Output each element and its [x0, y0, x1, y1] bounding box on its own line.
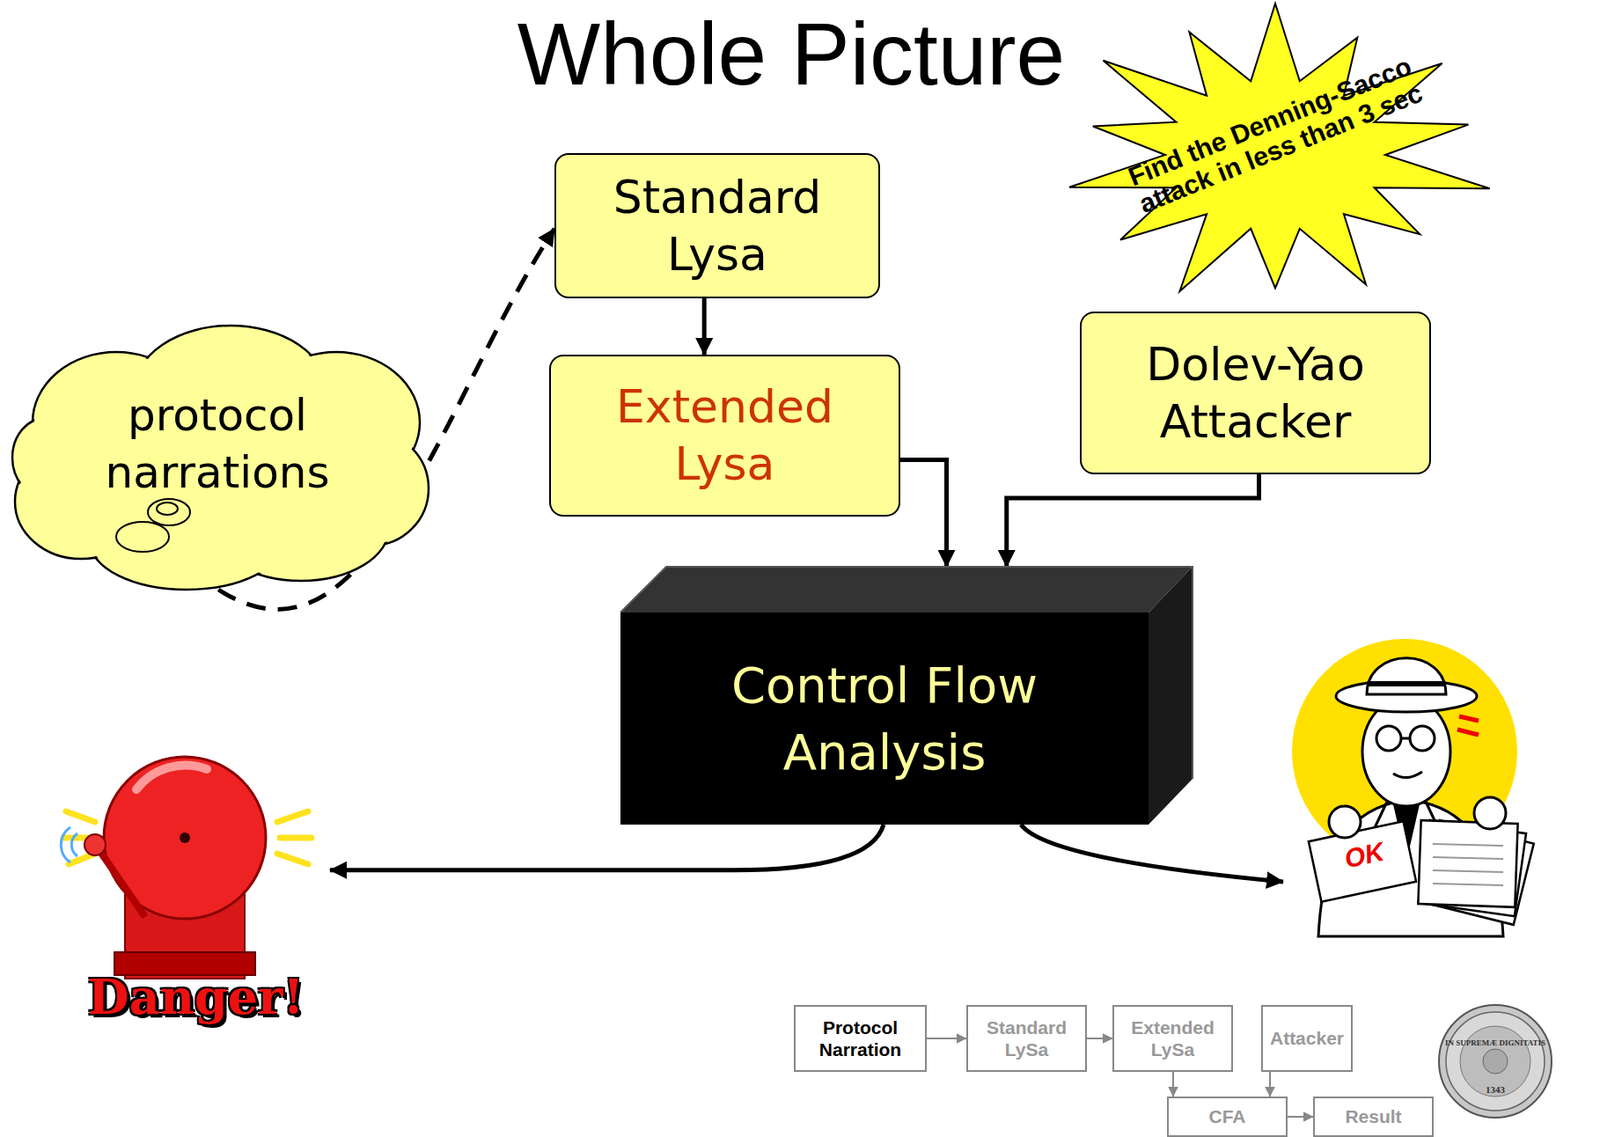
connector-arrow — [1006, 474, 1260, 567]
connector-arrow — [1269, 1071, 1271, 1097]
mini-box: Protocol Narration — [793, 1005, 927, 1072]
node-text: Result — [1344, 1105, 1402, 1128]
node-text: Extended Lysa — [568, 378, 881, 493]
connector-arrow — [330, 824, 884, 871]
connector-arrow — [900, 460, 947, 567]
process-box: Extended Lysa — [549, 354, 901, 517]
mini-box: CFA — [1166, 1096, 1288, 1137]
seal-label: IN SUPREMÆ DIGNITATIS — [1442, 1038, 1549, 1048]
analysis-block: Control Flow Analysis — [620, 566, 1193, 825]
callout-starburst: Find the Denning-Sacco attack in less th… — [1050, 0, 1500, 307]
detective-ok: OK — [1283, 632, 1548, 937]
node-text: Dolev-Yao Attacker — [1099, 336, 1412, 451]
detective-ok-shape — [1283, 632, 1548, 937]
node-text: Attacker — [1269, 1027, 1344, 1050]
connector-arrow — [1172, 1071, 1175, 1097]
node-text: Danger! — [61, 971, 331, 1024]
connector-arrow — [1020, 824, 1284, 882]
process-box: Dolev-Yao Attacker — [1079, 311, 1432, 475]
title-text: Whole Picture — [517, 4, 1065, 103]
node-text: CFA — [1209, 1105, 1247, 1128]
danger-bell: Danger! — [61, 749, 331, 1030]
node-text: Protocol Narration — [800, 1016, 920, 1061]
node-text: Standard Lysa — [573, 168, 861, 284]
connector-arrow — [926, 1037, 967, 1040]
node-text: Standard LySa — [973, 1016, 1080, 1061]
connector-arrow — [702, 298, 707, 355]
node-text: Control Flow Analysis — [673, 652, 1096, 786]
mini-box: Attacker — [1261, 1005, 1353, 1072]
university-seal — [1437, 1003, 1554, 1120]
mini-box: Standard LySa — [966, 1005, 1087, 1072]
node-text: Extended LySa — [1119, 1016, 1226, 1061]
seal-label: 1343 — [1468, 1084, 1522, 1095]
mini-box: Result — [1313, 1096, 1434, 1137]
thought-cloud: protocol narrations — [10, 316, 435, 592]
node-text: protocol narrations — [63, 343, 372, 546]
connector-arrow — [1086, 1037, 1113, 1040]
connector-arrow — [1287, 1115, 1314, 1118]
mini-box: Extended LySa — [1112, 1005, 1234, 1072]
process-box: Standard Lysa — [554, 153, 881, 299]
front-face: Control Flow Analysis — [620, 612, 1149, 825]
